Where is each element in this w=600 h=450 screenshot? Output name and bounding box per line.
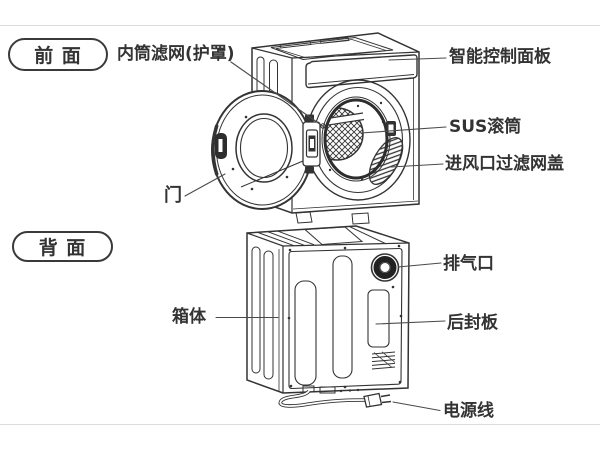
leader-exhaust bbox=[397, 262, 442, 268]
back-view-badge: 背 面 bbox=[12, 231, 113, 262]
power-cord-part bbox=[278, 389, 392, 408]
dryer-back-illustration bbox=[246, 225, 410, 408]
drum-opening-ring bbox=[321, 96, 391, 182]
leader-smart-panel bbox=[388, 57, 447, 61]
vent-grille bbox=[371, 351, 396, 370]
label-exhaust-port: 排气口 bbox=[443, 254, 494, 274]
label-inner-filter: 内筒滤网(护罩) bbox=[117, 44, 235, 64]
leader-power-cord bbox=[392, 401, 441, 412]
bottom-divider-line bbox=[0, 424, 600, 425]
rear-face-panel bbox=[288, 247, 403, 390]
label-power-cord: 电源线 bbox=[443, 401, 494, 421]
dryer-front-illustration bbox=[211, 32, 420, 225]
leader-door bbox=[184, 173, 226, 197]
label-smart-control-panel: 智能控制面板 bbox=[449, 47, 551, 67]
embossed-strips bbox=[294, 255, 353, 386]
front-screw-dots bbox=[325, 101, 385, 181]
leader-inner-filter bbox=[230, 61, 325, 128]
door-part bbox=[211, 90, 313, 210]
power-plug bbox=[363, 392, 383, 408]
rear-seal-plate-part bbox=[367, 289, 390, 348]
front-view-badge: 前 面 bbox=[8, 38, 108, 71]
leader-inlet-cover bbox=[390, 163, 444, 168]
control-panel-part bbox=[305, 54, 418, 89]
back-top-ribs bbox=[257, 226, 387, 247]
back-body-cabinet bbox=[246, 225, 410, 394]
top-divider-line bbox=[0, 25, 600, 26]
leader-sus-drum bbox=[360, 126, 447, 134]
front-view-badge-label: 前 面 bbox=[34, 45, 82, 67]
back-screw-dots bbox=[287, 244, 403, 389]
back-view-badge-label: 背 面 bbox=[38, 237, 87, 259]
label-door: 门 bbox=[164, 185, 182, 206]
label-rear-seal-plate: 后封板 bbox=[447, 313, 498, 333]
label-sus-drum: SUS滚筒 bbox=[449, 117, 522, 137]
label-cabinet: 箱体 bbox=[172, 307, 206, 327]
door-hinge-assembly bbox=[302, 114, 321, 174]
leader-rear-panel bbox=[375, 320, 446, 325]
front-top-tray bbox=[270, 36, 394, 61]
door-catch bbox=[386, 121, 396, 136]
label-inlet-filter-cover: 进风口过滤网盖 bbox=[445, 154, 564, 174]
exhaust-port-part bbox=[370, 253, 400, 282]
leader-lines bbox=[184, 57, 447, 412]
